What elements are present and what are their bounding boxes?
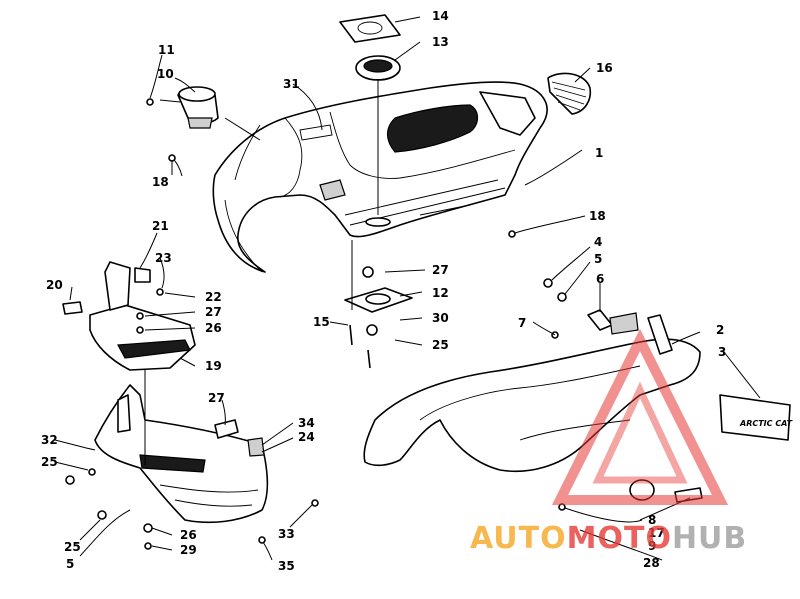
watermark-logo: AUTOMOTOHUB — [470, 328, 747, 556]
gasket-plate-part — [339, 14, 401, 43]
callout-15: 15 — [313, 315, 330, 329]
callout-17: 17 — [648, 526, 665, 540]
watermark-triangle-icon — [551, 328, 729, 505]
callout-25-bottom: 25 — [64, 540, 81, 554]
callout-2: 2 — [716, 323, 724, 337]
mounting-plate-part — [344, 266, 413, 369]
callout-3: 3 — [718, 345, 726, 359]
callout-14: 14 — [432, 9, 449, 23]
callout-27-left: 27 — [205, 305, 222, 319]
watermark-inner-triangle-icon — [592, 381, 688, 484]
light-housing-part — [177, 86, 219, 129]
callout-6: 6 — [596, 272, 604, 286]
callout-21: 21 — [152, 219, 169, 233]
callout-30: 30 — [432, 311, 449, 325]
callout-12: 12 — [432, 286, 449, 300]
screw-11-icon — [146, 98, 154, 106]
callout-33: 33 — [278, 527, 295, 541]
footrest-bracket-part — [62, 261, 196, 371]
vent-grille-part — [547, 72, 592, 115]
callout-35: 35 — [278, 559, 295, 573]
callout-26-lower: 26 — [180, 528, 197, 542]
callout-5-lower: 5 — [66, 557, 74, 571]
callout-27-lower: 27 — [208, 391, 225, 405]
callout-4: 4 — [594, 235, 602, 249]
callout-29: 29 — [180, 543, 197, 557]
decal-text: ARCTIC CAT — [739, 419, 793, 428]
watermark-moto: MOTO — [567, 521, 672, 556]
callout-1: 1 — [595, 146, 603, 160]
callout-13: 13 — [432, 35, 449, 49]
callout-25: 25 — [432, 338, 449, 352]
callout-27: 27 — [432, 263, 449, 277]
callout-25-left: 25 — [41, 455, 58, 469]
callout-28: 28 — [643, 556, 660, 570]
callout-22: 22 — [205, 290, 222, 304]
belly-pan-part — [65, 384, 319, 550]
leader-lines — [54, 16, 761, 561]
callout-7: 7 — [518, 316, 526, 330]
callout-labels: 1 2 3 4 5 5 6 7 8 9 10 11 12 13 14 15 16… — [41, 9, 726, 573]
callout-19: 19 — [205, 359, 222, 373]
callout-34: 34 — [298, 416, 315, 430]
callout-18: 18 — [152, 175, 169, 189]
callout-10: 10 — [157, 67, 174, 81]
callout-5: 5 — [594, 252, 602, 266]
callout-18-right: 18 — [589, 209, 606, 223]
callout-11: 11 — [158, 43, 175, 57]
watermark-auto: AUTO — [470, 521, 567, 556]
watermark-text: AUTOMOTOHUB — [470, 521, 747, 556]
screw-18b-icon — [508, 230, 516, 238]
callout-8: 8 — [648, 513, 656, 527]
callout-32: 32 — [41, 433, 58, 447]
watermark-hub: HUB — [672, 521, 747, 556]
side-panel-part: ARCTIC CAT — [363, 278, 793, 511]
callout-20: 20 — [46, 278, 63, 292]
callout-23: 23 — [155, 251, 172, 265]
boot-part — [355, 55, 401, 81]
callout-31: 31 — [283, 77, 300, 91]
callout-16: 16 — [596, 61, 613, 75]
callout-24: 24 — [298, 430, 315, 444]
callout-9: 9 — [648, 539, 656, 553]
hood-console-part — [212, 81, 548, 273]
callout-26: 26 — [205, 321, 222, 335]
